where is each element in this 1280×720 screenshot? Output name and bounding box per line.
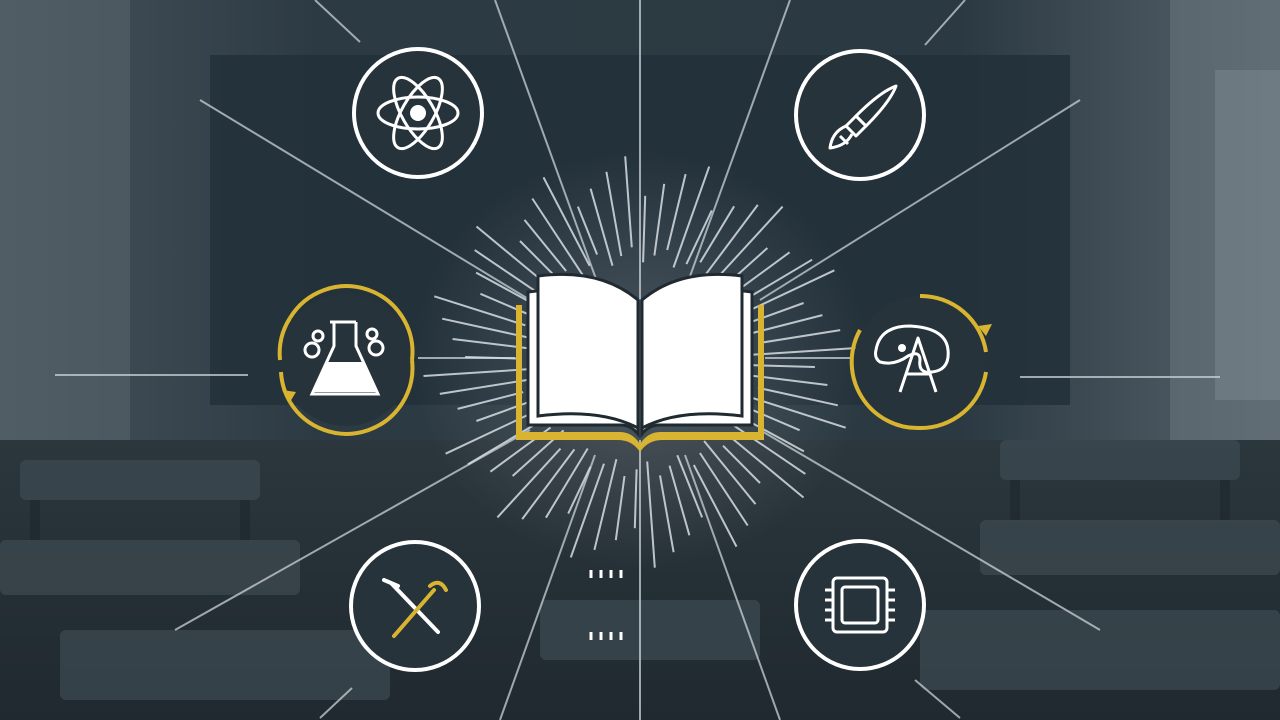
burst-ray xyxy=(722,444,761,484)
burst-ray xyxy=(751,374,828,386)
burst-ray xyxy=(676,454,704,518)
burst-ray xyxy=(605,171,623,257)
burst-ray xyxy=(653,183,666,256)
burst-ray xyxy=(739,392,847,429)
burst-ray xyxy=(699,452,749,527)
burst-ray xyxy=(593,458,618,551)
open-book-icon xyxy=(516,272,764,452)
burst-ray xyxy=(703,440,757,505)
burst-ray xyxy=(457,391,524,410)
burst-ray xyxy=(614,475,626,541)
burst-ray xyxy=(523,219,567,272)
burst-ray xyxy=(496,447,562,519)
burst-ray xyxy=(724,431,805,499)
microchip-icon xyxy=(589,539,926,671)
burst-ray xyxy=(692,464,738,548)
burst-ray xyxy=(423,368,528,377)
burst-ray xyxy=(700,204,759,282)
burst-ray xyxy=(465,356,520,360)
burst-ray xyxy=(757,386,839,407)
burst-ray xyxy=(476,399,535,422)
paintbrush-icon xyxy=(794,49,926,181)
burst-ray xyxy=(672,166,711,268)
burst-ray xyxy=(545,447,589,519)
light-burst xyxy=(423,156,857,568)
burst-ray xyxy=(521,448,576,520)
burst-ray xyxy=(747,269,835,312)
burst-ray xyxy=(542,176,591,267)
burst-ray xyxy=(531,197,586,278)
burst-ray xyxy=(467,422,538,466)
connector-lines xyxy=(55,0,1220,720)
burst-ray xyxy=(744,364,815,368)
burst-ray xyxy=(699,205,735,263)
flask-icon xyxy=(277,284,415,436)
burst-ray xyxy=(642,195,647,263)
burst-ray xyxy=(668,465,691,536)
burst-ray xyxy=(724,419,806,475)
burst-ray xyxy=(633,469,638,529)
burst-ray xyxy=(646,461,656,568)
atom-icon xyxy=(352,47,484,179)
burst-ray xyxy=(685,209,713,265)
palette-icon xyxy=(849,293,992,431)
burst-ray xyxy=(659,475,675,553)
burst-ray xyxy=(452,338,537,351)
crossed-tools-icon xyxy=(349,540,481,672)
burst-ray xyxy=(744,418,805,453)
burst-ray xyxy=(624,156,633,248)
burst-ray xyxy=(589,188,614,266)
burst-ray xyxy=(433,295,526,327)
burst-ray xyxy=(441,317,531,339)
burst-ray xyxy=(666,173,687,251)
burst-ray xyxy=(567,466,592,515)
burst-ray xyxy=(713,205,784,282)
burst-ray xyxy=(474,249,543,297)
burst-ray xyxy=(569,463,605,558)
burst-ray xyxy=(759,329,841,344)
burst-ray xyxy=(576,206,599,255)
